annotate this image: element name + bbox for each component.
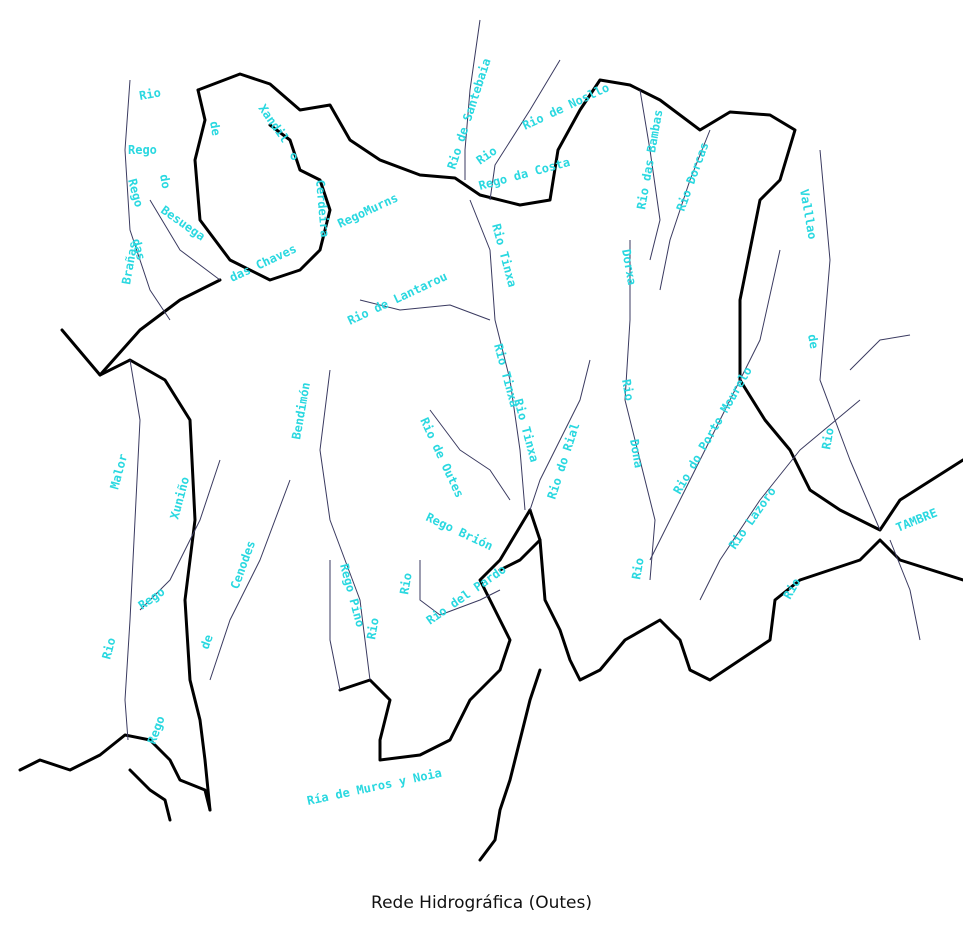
label-o-mid: o bbox=[290, 149, 297, 163]
label-rio-de-noslo: Rio de Nosllo bbox=[520, 80, 611, 132]
river-malor bbox=[124, 359, 141, 741]
label-rio-mid: Rio bbox=[397, 572, 415, 596]
river-santebaia bbox=[464, 19, 481, 180]
label-rio-do-porto-mourelo: Rio do Porto Mourelo bbox=[670, 364, 754, 496]
label-rio-tinxa: Rio Tinxa bbox=[489, 222, 519, 288]
label-cenodes: Cenodes bbox=[228, 539, 258, 591]
label-de-top: de bbox=[207, 120, 223, 137]
river-pardo bbox=[419, 560, 501, 616]
river-lazoro bbox=[699, 399, 861, 601]
boundary-nw bbox=[98, 278, 222, 377]
label-rio-de-lantarou: Rio de Lantarou bbox=[345, 269, 449, 327]
label-xunino: Xuniño bbox=[167, 475, 192, 521]
boundary-left-loop bbox=[193, 88, 332, 282]
map-labels: Rio de Xandil o Cerdeira Rego do Rego da… bbox=[99, 57, 939, 808]
river-bambas bbox=[639, 89, 661, 261]
river-outes bbox=[429, 409, 511, 501]
label-dona: Dona bbox=[627, 438, 646, 469]
label-rio-das-bambas: Rio das Bambas bbox=[634, 108, 665, 210]
river-besuega bbox=[149, 199, 221, 281]
map-caption: Rede Hidrográfica (Outes) bbox=[371, 893, 592, 913]
label-rio-tinxa3: Rio Tinxa bbox=[511, 397, 541, 463]
label-bendimon: Bendimón bbox=[289, 381, 313, 440]
label-rego-de: de bbox=[198, 633, 216, 651]
river-lantarou bbox=[359, 299, 491, 321]
label-rio-do-pardo: Rio del Pardo bbox=[424, 562, 509, 627]
boundary-ria-east bbox=[478, 668, 542, 862]
label-rego-bottom: Rego bbox=[145, 714, 168, 746]
river-northwest bbox=[124, 79, 171, 321]
river-noslo bbox=[489, 59, 561, 201]
boundary-south-mid bbox=[528, 508, 963, 682]
river-bendimon bbox=[319, 369, 371, 681]
label-do-rego: do bbox=[157, 173, 173, 190]
label-rio-de-ponte: Rio bbox=[364, 617, 382, 641]
label-tambre: TAMBRE bbox=[894, 506, 939, 535]
river-porto-mourelo bbox=[649, 249, 781, 561]
boundary-outer bbox=[196, 72, 963, 532]
river-right-tributary bbox=[819, 149, 881, 531]
river-xunino bbox=[139, 459, 221, 611]
river-dona bbox=[624, 240, 656, 581]
river-east-branch bbox=[849, 334, 911, 371]
label-rio-left: Rio bbox=[99, 636, 118, 661]
label-rio-dorxa: Rio bbox=[619, 378, 637, 402]
label-rio-de-outes: Rio de Outes bbox=[417, 415, 466, 499]
label-valllao: Valllao bbox=[797, 188, 820, 240]
boundary-ria-west bbox=[128, 768, 172, 822]
label-rego-left: Rego bbox=[128, 143, 157, 157]
river-tinxa bbox=[469, 199, 526, 511]
label-dorxa: Dorxa bbox=[619, 248, 639, 286]
label-rio-right: Rio bbox=[819, 427, 837, 451]
label-malor: Malor bbox=[107, 452, 130, 491]
label-rego-brion: Rego Brión bbox=[424, 510, 495, 553]
label-rego-pino: Rego Pino bbox=[337, 562, 367, 628]
label-rio-lazoro: Rio Lazoro bbox=[726, 485, 779, 552]
label-cerdeira: Cerdeira bbox=[313, 179, 332, 238]
label-rego-left2: Rego bbox=[136, 584, 168, 612]
boundary-center-south bbox=[338, 508, 532, 762]
boundary-lines bbox=[18, 72, 963, 862]
river-pino bbox=[329, 560, 341, 691]
boundary-southwest bbox=[18, 733, 212, 812]
label-xandil: Xandil bbox=[256, 102, 292, 146]
label-bracas: Brañas bbox=[119, 240, 140, 285]
label-regomurns: RegoMurns bbox=[335, 191, 400, 231]
river-lines bbox=[124, 19, 921, 741]
river-tambre-tributary bbox=[889, 539, 921, 641]
boundary-west bbox=[60, 328, 212, 812]
river-cenodes bbox=[209, 479, 291, 681]
label-de-v: de bbox=[805, 333, 821, 350]
label-rio-dorcas: Rio Dorcas bbox=[674, 140, 712, 213]
label-rio-dona: Rio bbox=[629, 557, 647, 581]
label-rio-top-left: Rio bbox=[138, 85, 162, 103]
river-dorcas bbox=[659, 129, 711, 291]
river-rial bbox=[529, 359, 591, 511]
boundary-inner-east bbox=[498, 538, 542, 572]
label-dag: das bbox=[129, 237, 148, 262]
label-ria: Ría de Muros y Noia bbox=[306, 766, 443, 808]
